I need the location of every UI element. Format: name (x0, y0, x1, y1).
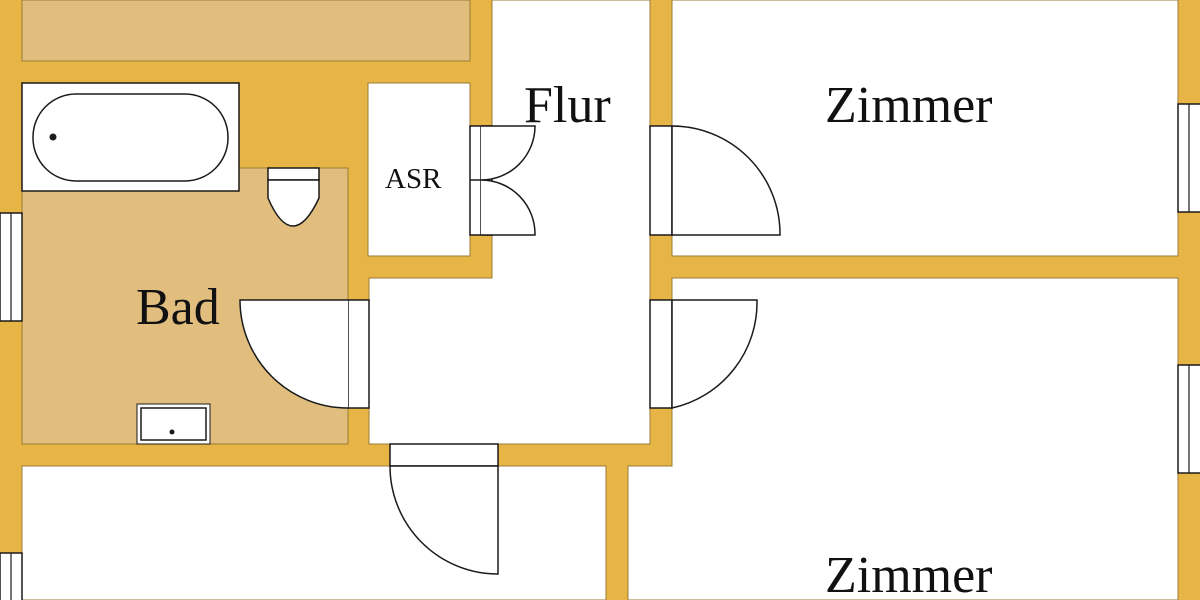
room-label-asr: ASR (385, 163, 442, 195)
right-window-upper-icon (1177, 103, 1200, 213)
lower-room-door-icon (389, 443, 499, 575)
toilet-icon (267, 167, 320, 227)
zimmer-bottom-door-icon (649, 299, 758, 409)
room-label-zimmer-bottom: Zimmer (825, 547, 993, 600)
top-storage-room (21, 0, 471, 62)
bathtub-icon (21, 82, 240, 192)
left-window-lower-icon (0, 552, 23, 600)
room-label-bad: Bad (136, 279, 220, 336)
asr-room (367, 82, 471, 257)
asr-double-door-icon (469, 125, 536, 236)
zimmer-bottom-room (627, 277, 1179, 600)
room-label-flur: Flur (524, 77, 611, 134)
left-window-upper-icon (0, 212, 23, 322)
zimmer-top-door-icon (649, 125, 781, 236)
right-window-lower-icon (1177, 364, 1200, 474)
lower-left-room (21, 465, 607, 600)
bath-door-icon (239, 299, 370, 409)
sink-icon (136, 403, 211, 445)
room-label-zimmer-top: Zimmer (825, 77, 993, 134)
